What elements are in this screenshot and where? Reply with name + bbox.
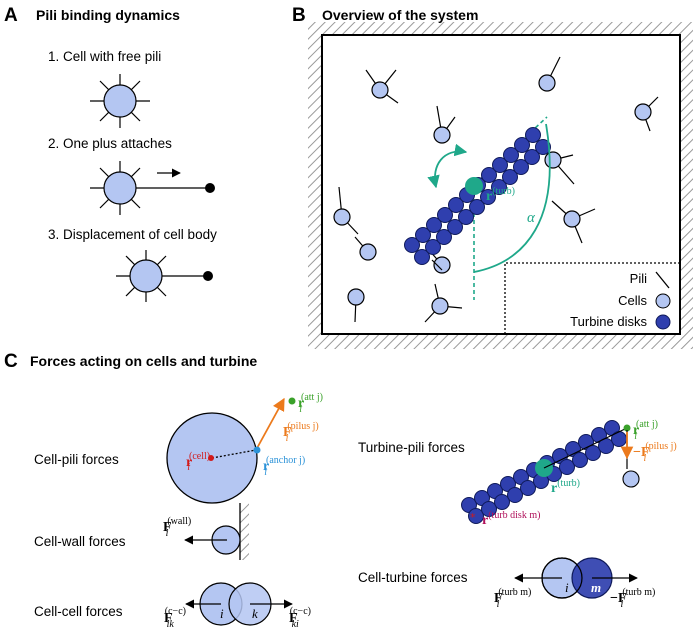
f-cc-ki-sup: (c−c)	[290, 606, 311, 617]
cell	[551, 200, 596, 244]
turbine-center-label: r(turb)	[551, 478, 580, 496]
turbine	[404, 127, 551, 265]
f-turb-left-label: Fi(turb m)	[494, 587, 531, 610]
panel-c-title: Forces acting on cells and turbine	[30, 353, 257, 369]
cell-pili-forces-label: Cell-pili forces	[34, 452, 119, 467]
turbine-r-att-sup: (att j)	[636, 419, 658, 430]
turbine-disk-label: r(turb disk m)	[482, 510, 540, 528]
cell-i-label: i	[220, 606, 224, 621]
panel-b: B Overview of the system	[292, 5, 693, 349]
f-cc-ik-label: Fik(c−c)	[164, 606, 186, 630]
legend-pili-symbol	[655, 271, 670, 289]
cell-turbine-forces-label: Cell-turbine forces	[358, 570, 468, 585]
f-cc-ik-sup: (c−c)	[165, 606, 186, 617]
rotation-arrow	[427, 143, 468, 189]
cell	[433, 105, 456, 144]
turbine-center-marker	[465, 177, 483, 195]
f-wall-label: Fi(wall)	[163, 516, 191, 539]
f-turb-right-label: −Fi(turb m)	[610, 587, 655, 610]
legend-pili: Pili	[630, 271, 647, 286]
legend-cells-symbol	[655, 293, 671, 309]
r-anchor-sup: (anchor j)	[266, 455, 305, 466]
r-anchor-label: ri(anchor j)	[263, 455, 305, 478]
cell	[354, 236, 377, 261]
turbine-f-pilus-sup: (pilus j)	[645, 441, 676, 452]
cell-pilus-attaches	[90, 161, 215, 215]
panel-c: C Forces acting on cells and turbine Cel…	[4, 351, 677, 630]
cell-turbine-m-label: m	[591, 580, 601, 595]
cell	[538, 56, 561, 92]
turbine-pili-diagram: *	[461, 420, 640, 524]
legend: Pili Cells Turbine disks	[504, 262, 680, 334]
cells	[333, 56, 659, 323]
f-cc-ki-sub: ki	[292, 619, 299, 630]
panel-a-title: Pili binding dynamics	[36, 7, 180, 23]
r-cell-sup: (cell)	[189, 451, 210, 462]
f-turb-left-sup: (turb m)	[498, 587, 531, 598]
panel-c-letter: C	[4, 351, 18, 372]
f-wall-sup: (wall)	[167, 516, 191, 527]
f-turb-right-sup: (turb m)	[622, 587, 655, 598]
angle-label: α	[527, 210, 536, 226]
panel-a: A Pili binding dynamics 1. Cell with fre…	[4, 5, 217, 302]
turbine-f-pilus-label: −Fi(pilus j)	[633, 441, 677, 464]
legend-turbine-symbol	[655, 314, 671, 330]
turbine-position-label: r(turb)	[486, 186, 515, 204]
cell	[634, 96, 659, 132]
turbine-disk-sup: (turb disk m)	[488, 510, 540, 521]
turbine-r-att-label: ri(att j)	[633, 419, 658, 442]
cell-body-displaced	[116, 250, 213, 302]
panel-b-letter: B	[292, 5, 306, 26]
panel-a-letter: A	[4, 5, 18, 26]
cell	[347, 288, 365, 323]
cell-with-free-pili	[90, 74, 150, 128]
cell	[424, 283, 463, 323]
f-pilus-label: Fi(pilus j)	[283, 421, 319, 444]
cell-wall-forces-label: Cell-wall forces	[34, 534, 126, 549]
f-pilus-sup: (pilus j)	[287, 421, 318, 432]
r-att-sup: (att j)	[301, 392, 323, 403]
cell	[365, 69, 399, 104]
cell-pili-diagram	[166, 397, 296, 504]
step-1-label: 1. Cell with free pili	[48, 49, 161, 64]
cell-turbine-i-label: i	[565, 580, 569, 595]
turbine-center-sup: (turb)	[557, 478, 580, 489]
angle-arc	[473, 123, 551, 273]
cell	[333, 186, 359, 235]
step-2-label: 2. One plus attaches	[48, 136, 172, 151]
cell-turbine-diagram	[514, 557, 638, 599]
panel-b-title: Overview of the system	[322, 7, 478, 23]
turbine-attached-pili	[431, 259, 443, 271]
turbine-position-symbol: r	[486, 189, 492, 204]
cell-k-label: k	[252, 606, 258, 621]
svg-text:*: *	[470, 511, 476, 524]
turbine-pili-forces-label: Turbine-pili forces	[358, 440, 465, 455]
turbine-position-sup: (turb)	[492, 186, 515, 197]
cell-cell-forces-label: Cell-cell forces	[34, 604, 123, 619]
f-cc-ik-sub: ik	[167, 619, 175, 630]
f-cc-ki-label: Fki(c−c)	[289, 606, 311, 630]
cell-cell-diagram	[185, 582, 293, 626]
cell-wall-diagram	[184, 503, 249, 560]
legend-cells: Cells	[618, 293, 647, 308]
r-att-label: ri(att j)	[298, 392, 323, 415]
legend-turbine: Turbine disks	[570, 314, 647, 329]
step-3-label: 3. Displacement of cell body	[48, 227, 217, 242]
